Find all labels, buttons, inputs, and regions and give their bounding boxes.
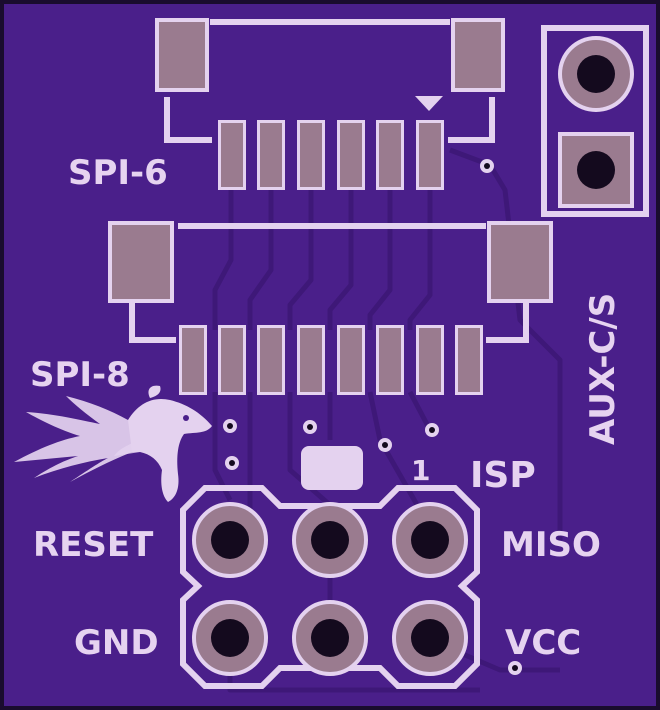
spi6-mount-pad-right — [455, 22, 501, 88]
spi8-outline-left — [129, 302, 176, 343]
isp-key-marker — [301, 446, 363, 490]
aux-pin1-hole — [577, 55, 615, 93]
aux-pin2-hole — [577, 151, 615, 189]
aux-cs-header: AUX-C/S — [541, 25, 649, 445]
flaming-dog-logo-icon — [14, 385, 212, 502]
spi8-connector: SPI-8 — [30, 221, 553, 395]
spi6-label: SPI-6 — [68, 153, 168, 193]
aux-header-outline — [541, 25, 649, 217]
isp-header-outline — [180, 485, 480, 689]
isp-label: ISP — [470, 455, 536, 496]
spi8-label: SPI-8 — [30, 355, 130, 395]
spi6-connector: SPI-6 — [68, 18, 505, 193]
spi8-outline-right — [486, 302, 529, 343]
spi8-mount-pad-left — [112, 225, 170, 299]
spi8-mount-pad-right — [491, 225, 549, 299]
reset-label: RESET — [33, 525, 154, 565]
isp-pin1-label: 1 — [411, 454, 430, 487]
via-holes — [227, 163, 518, 671]
isp-header: 1 ISP RESET MISO GND VCC — [33, 446, 601, 689]
spi6-outline-left — [164, 97, 212, 143]
spi8-signal-pads — [182, 328, 480, 392]
isp-pins — [192, 502, 468, 676]
spi6-mount-pad-left — [159, 22, 205, 88]
aux-cs-label: AUX-C/S — [583, 293, 623, 445]
miso-label: MISO — [501, 525, 601, 565]
spi6-pin1-marker — [415, 96, 443, 111]
spi6-signal-pads — [221, 123, 441, 187]
spi6-outline-right — [448, 97, 495, 143]
vcc-label: VCC — [505, 623, 581, 663]
gnd-label: GND — [74, 623, 159, 663]
